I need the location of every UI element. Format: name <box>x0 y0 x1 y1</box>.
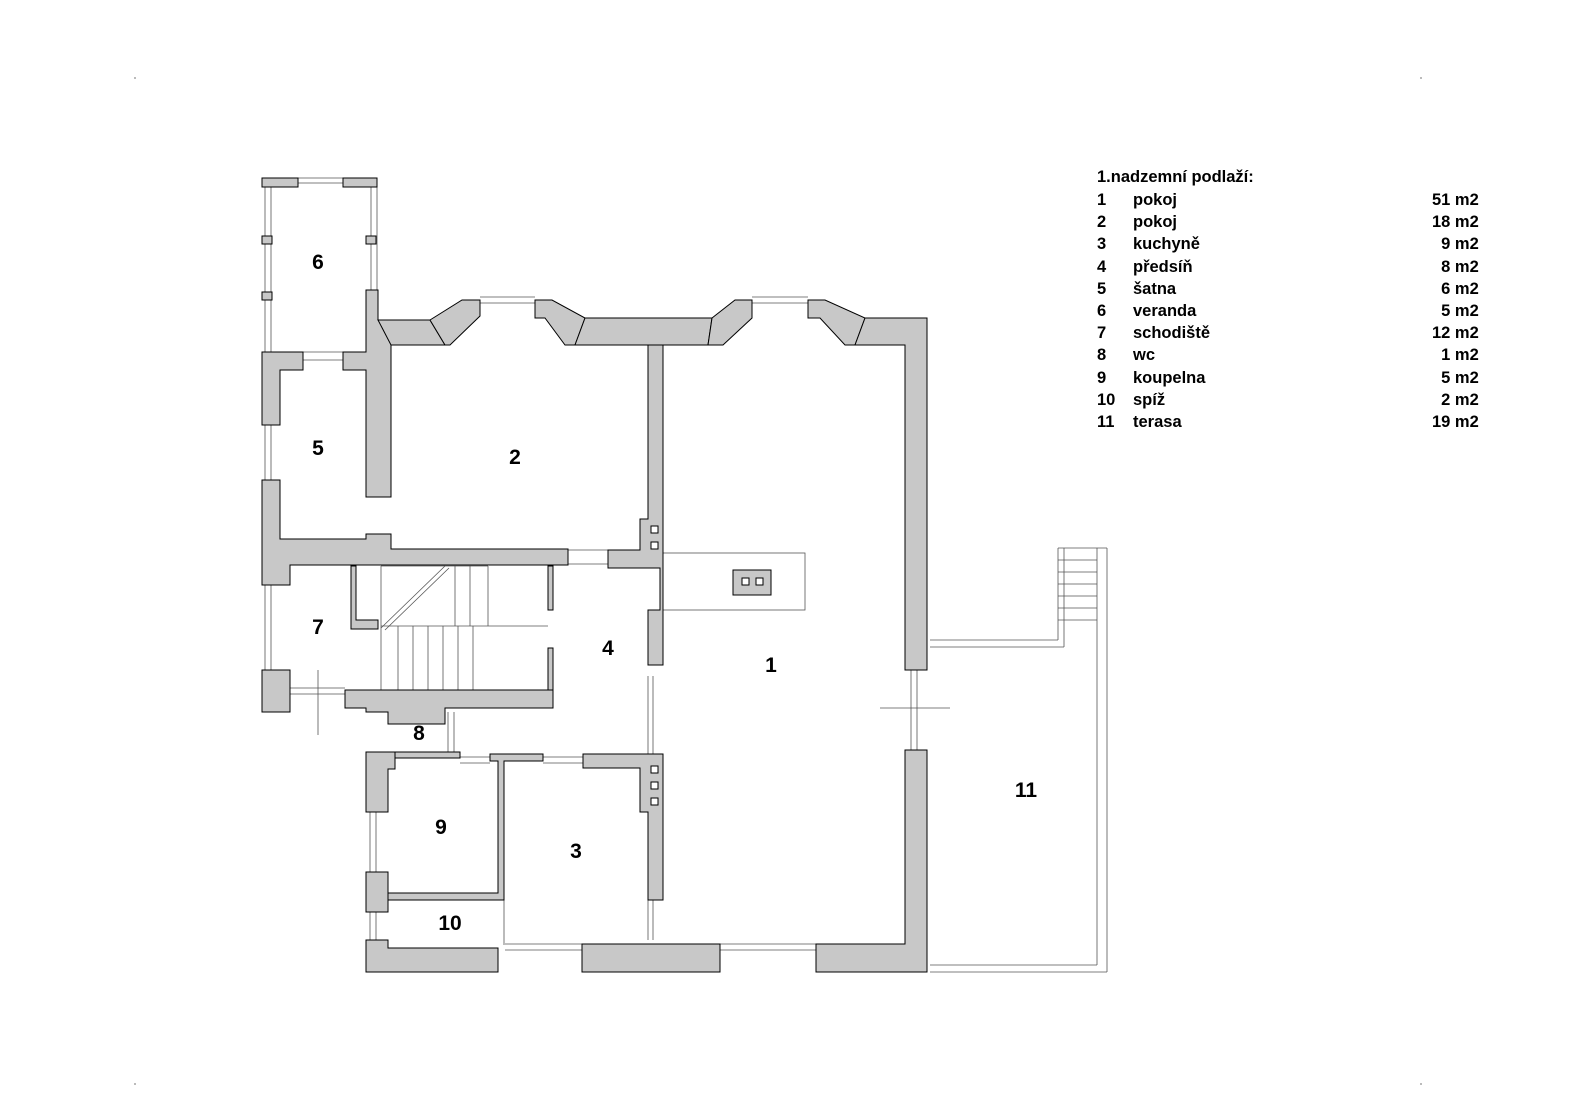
room-label-7: 7 <box>312 616 324 639</box>
legend-row-number: 5 <box>1097 279 1107 298</box>
room-label-2: 2 <box>509 446 521 469</box>
legend-row-number: 3 <box>1097 235 1107 254</box>
room-label-8: 8 <box>413 722 425 745</box>
legend-row-number: 11 <box>1097 412 1115 431</box>
legend-row: 6 veranda 5 m2 <box>1097 300 1479 322</box>
legend-row-area: 1 m2 <box>1441 346 1479 365</box>
legend-row-area: 12 m2 <box>1431 324 1479 343</box>
legend-row-number: 10 <box>1097 390 1116 409</box>
legend-row-name: schodiště <box>1133 324 1211 343</box>
walls <box>261 177 928 973</box>
legend-row-name: veranda <box>1133 301 1197 320</box>
legend-row-number: 8 <box>1097 346 1107 365</box>
legend-row-area: 6 m2 <box>1441 279 1479 298</box>
legend-row-number: 7 <box>1097 324 1107 343</box>
legend-row-name: šatna <box>1133 279 1177 298</box>
legend-row: 11 terasa 19 m2 <box>1097 411 1479 433</box>
legend-row-area: 51 m2 <box>1431 191 1479 209</box>
room-label-5: 5 <box>312 437 324 460</box>
thin-lines <box>264 177 1108 973</box>
legend-row: 1 pokoj 51 m2 <box>1097 189 1479 211</box>
legend-row-name: předsíň <box>1133 257 1193 276</box>
legend-row-name: spíž <box>1133 390 1166 409</box>
legend-row: 7 schodiště 12 m2 <box>1097 322 1479 344</box>
room-label-10: 10 <box>438 912 461 935</box>
corner-marks <box>134 77 1422 1085</box>
legend-row: 5 šatna 6 m2 <box>1097 278 1479 300</box>
legend-row-number: 1 <box>1097 191 1107 209</box>
legend-row: 2 pokoj 18 m2 <box>1097 211 1479 233</box>
legend-row-area: 2 m2 <box>1441 390 1479 409</box>
room-label-11: 11 <box>1015 779 1038 802</box>
legend-row-area: 9 m2 <box>1441 235 1479 254</box>
room-label-6: 6 <box>312 251 324 274</box>
legend-row: 9 koupelna 5 m2 <box>1097 367 1479 389</box>
legend-row-name: pokoj <box>1133 191 1177 209</box>
legend-row-name: koupelna <box>1133 368 1206 387</box>
legend-row: 4 předsíň 8 m2 <box>1097 256 1479 278</box>
legend-row-number: 2 <box>1097 213 1107 232</box>
legend-row: 3 kuchyně 9 m2 <box>1097 233 1479 255</box>
legend-row-area: 5 m2 <box>1441 301 1479 320</box>
room-label-3: 3 <box>570 840 582 863</box>
room-label-4: 4 <box>602 637 614 660</box>
room-labels: 1 2 3 4 5 6 7 8 9 10 11 <box>312 251 1037 935</box>
legend-title: 1.nadzemní podlaží: <box>1097 168 1254 186</box>
room-label-1: 1 <box>765 654 777 677</box>
legend-row-area: 5 m2 <box>1441 368 1479 387</box>
legend-row: 8 wc 1 m2 <box>1097 344 1479 366</box>
room-label-9: 9 <box>435 816 447 839</box>
legend-row-number: 6 <box>1097 301 1107 320</box>
legend-row-name: pokoj <box>1133 213 1177 232</box>
legend-row-name: kuchyně <box>1133 235 1200 254</box>
legend-row-name: terasa <box>1133 412 1182 431</box>
legend-row: 10 spíž 2 m2 <box>1097 389 1479 411</box>
legend-row-number: 4 <box>1097 257 1107 276</box>
legend-row-area: 18 m2 <box>1431 213 1479 232</box>
legend-row-name: wc <box>1133 346 1156 365</box>
legend-row-area: 19 m2 <box>1431 412 1479 431</box>
legend-row-area: 8 m2 <box>1441 257 1479 276</box>
legend-row-number: 9 <box>1097 368 1107 387</box>
